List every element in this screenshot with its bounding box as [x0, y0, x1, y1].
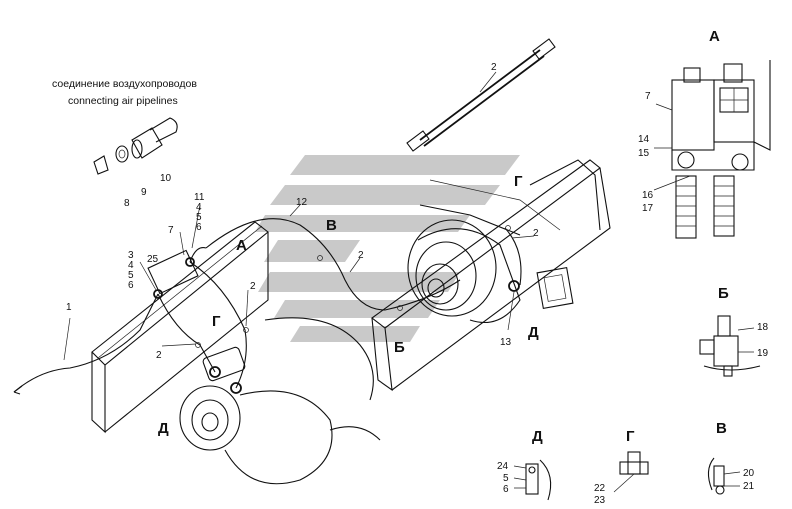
- callout-a-16: 16: [642, 190, 654, 201]
- callout-25: 25: [147, 254, 159, 265]
- watermark-logo: [255, 155, 520, 342]
- callout-v-21: 21: [743, 481, 755, 492]
- marker-d-right: Д: [528, 324, 539, 341]
- callout-2-right: 2: [533, 228, 539, 239]
- caption-ru: соединение воздухопроводов: [52, 78, 197, 90]
- view-d-title: Д: [532, 428, 543, 445]
- view-v-title: В: [716, 420, 727, 437]
- callout-2-top: 2: [491, 62, 497, 73]
- callout-g-22: 22: [594, 483, 606, 494]
- detail-view-d: [513, 459, 552, 501]
- marker-d-left: Д: [158, 420, 169, 437]
- detail-view-a: [653, 60, 771, 239]
- marker-v: В: [326, 217, 337, 234]
- callout-4-left: 4: [128, 260, 134, 271]
- wheel-brake-chamber: [179, 317, 381, 485]
- detail-view-g: [613, 451, 649, 493]
- callout-5-right: 5: [196, 212, 202, 223]
- marker-a: А: [236, 237, 247, 254]
- callout-2-left: 2: [156, 350, 162, 361]
- callout-9: 9: [141, 187, 147, 198]
- detail-view-v: [707, 457, 741, 495]
- frame-rail: [91, 159, 611, 434]
- callout-7-left: 7: [168, 225, 174, 236]
- air-pipelines: [13, 218, 522, 393]
- callout-a-7: 7: [645, 91, 651, 102]
- callout-10: 10: [160, 173, 172, 184]
- callout-6-right: 6: [196, 222, 202, 233]
- view-a-title: А: [709, 28, 720, 45]
- callout-d-24: 24: [497, 461, 509, 472]
- callout-2-center: 2: [250, 281, 256, 292]
- callout-8: 8: [124, 198, 130, 209]
- callout-b-19: 19: [757, 348, 769, 359]
- cable-end-arrow-icon: [13, 385, 23, 395]
- callout-13: 13: [500, 337, 512, 348]
- marker-g: Г: [212, 313, 221, 330]
- callout-12: 12: [296, 197, 308, 208]
- marker-b: Б: [394, 339, 405, 356]
- callout-b-18: 18: [757, 322, 769, 333]
- callout-4-right: 4: [196, 202, 202, 213]
- callout-d-6: 6: [503, 484, 509, 495]
- leader-lines: [63, 71, 673, 361]
- callout-v-20: 20: [743, 468, 755, 479]
- callout-5-left: 5: [128, 270, 134, 281]
- axle-hub: [407, 179, 574, 324]
- detail-view-b: [699, 315, 761, 377]
- callout-1: 1: [66, 302, 72, 313]
- callout-6-left: 6: [128, 280, 134, 291]
- callout-11: 11: [194, 192, 205, 203]
- caption-en: connecting air pipelines: [68, 95, 178, 107]
- callout-g-23: 23: [594, 495, 606, 506]
- hose-assembly: [406, 38, 556, 152]
- callout-d-5: 5: [503, 473, 509, 484]
- callout-a-17: 17: [642, 203, 654, 214]
- callout-a-15: 15: [638, 148, 650, 159]
- connector-parts: [93, 117, 178, 175]
- callout-3: 3: [128, 250, 134, 261]
- marker-g-top: Г: [514, 173, 523, 190]
- callout-a-14: 14: [638, 134, 650, 145]
- view-g-title: Г: [626, 428, 635, 445]
- view-b-title: Б: [718, 285, 729, 302]
- callout-2-mid: 2: [358, 250, 364, 261]
